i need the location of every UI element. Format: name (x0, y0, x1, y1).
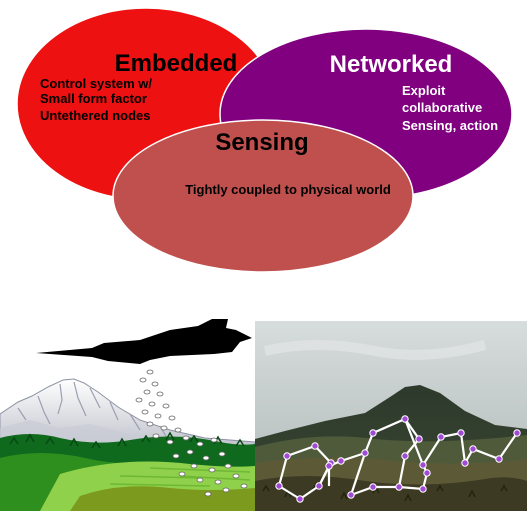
venn-diagram: Embedded Control system w/ Small form fa… (16, 7, 513, 273)
tree-texture (9, 431, 245, 449)
sensor-network-nodes (275, 415, 521, 503)
embedded-line-2: Small form factor (40, 91, 147, 106)
embedded-line-3: Untethered nodes (40, 108, 151, 123)
cloud-wisps (263, 340, 487, 360)
networked-line-1: Exploit (402, 83, 446, 98)
mountain-sensor-photo (255, 321, 527, 511)
sensing-circle (112, 119, 414, 273)
sensing-title: Sensing (215, 129, 308, 156)
fighter-jet-silhouette (36, 319, 252, 364)
sensing-line-1: Tightly coupled to physical world (185, 182, 391, 197)
sensor-node-cluster (135, 369, 248, 497)
networked-title: Networked (330, 51, 453, 78)
embedded-title: Embedded (115, 50, 238, 77)
field-furrows (109, 467, 251, 487)
aerial-deployment-illustration (0, 319, 255, 511)
embedded-line-1: Control system w/ (40, 76, 152, 91)
foreground-scrub (255, 476, 527, 511)
networked-line-2: collaborative (402, 100, 482, 115)
networked-line-3: Sensing, action (402, 118, 498, 133)
mountain-ridges (17, 381, 169, 441)
